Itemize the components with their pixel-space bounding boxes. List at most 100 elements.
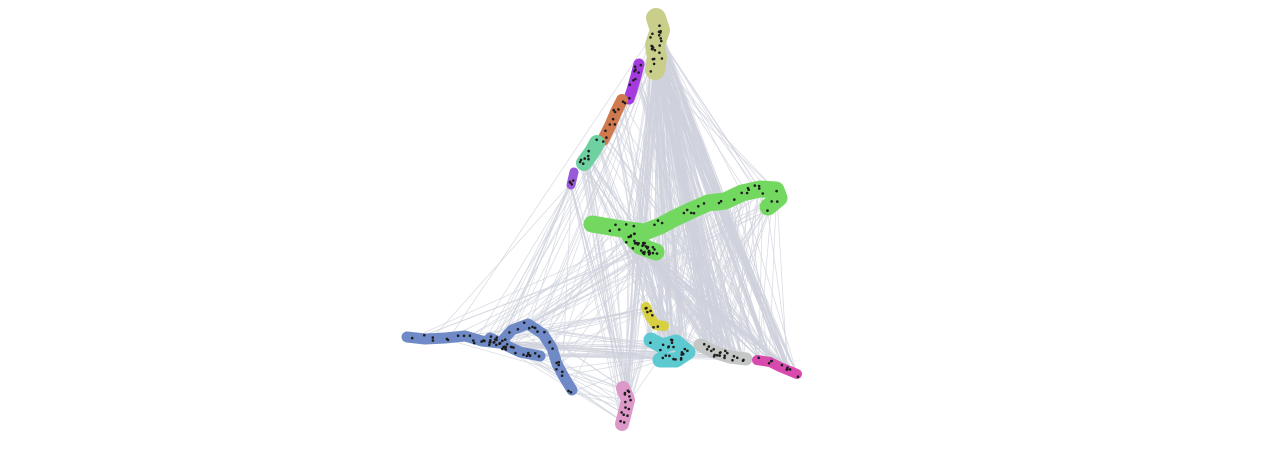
graph-node-pink (622, 413, 625, 417)
graph-node-pink (626, 389, 630, 393)
graph-node-magenta (780, 363, 784, 367)
graph-node-yellow-green (658, 44, 661, 47)
graph-edge (686, 209, 788, 370)
graph-node-orange (617, 108, 620, 111)
graph-node-yellow (646, 310, 649, 314)
graph-node-gray (719, 351, 722, 354)
graph-node-gray (723, 356, 726, 360)
graph-node-cyan (670, 341, 674, 345)
cluster-halo-magenta (752, 355, 802, 379)
graph-node-gray (718, 354, 721, 357)
graph-node-green (660, 221, 664, 225)
graph-node-yellow-green (649, 36, 652, 39)
graph-edge (537, 58, 655, 332)
graph-node-green (733, 198, 736, 201)
graph-edge (613, 109, 788, 370)
graph-node-purple (628, 97, 631, 100)
graph-node-blue (537, 355, 541, 358)
graph-node-blue (533, 352, 537, 355)
graph-edge (652, 46, 756, 186)
graph-node-purple (634, 77, 637, 81)
graph-node-cyan (672, 357, 675, 361)
graph-edge (653, 63, 705, 204)
graph-node-green (631, 246, 635, 250)
graph-node-cyan (664, 354, 668, 357)
graph-edge (746, 192, 770, 364)
graph-node-blue (548, 341, 551, 344)
graph-edge (758, 193, 764, 358)
graph-node-teal (581, 162, 585, 165)
cluster-halo-layer (401, 8, 802, 431)
graph-node-blue (488, 343, 491, 347)
graph-node-yellow-green (660, 57, 664, 60)
graph-node-blue (410, 336, 414, 340)
graph-node-blue (516, 328, 520, 331)
graph-edge (758, 201, 773, 358)
graph-node-yellow (644, 307, 647, 310)
graph-node-yellow-green (651, 45, 654, 48)
graph-node-magenta (767, 361, 771, 365)
graph-edge (588, 158, 744, 361)
graph-node-green (758, 187, 761, 190)
graph-edge (776, 191, 788, 370)
graph-edge (424, 246, 654, 336)
graph-node-gray (710, 349, 713, 353)
graph-node-blue (489, 335, 493, 338)
cluster-halo-teal (576, 135, 605, 171)
graph-edge (556, 50, 656, 364)
graph-node-orange (613, 123, 617, 126)
graph-node-green (753, 184, 757, 187)
graph-node-purple (632, 79, 635, 82)
graph-node-pink (624, 400, 627, 404)
graph-node-blue (504, 348, 508, 351)
graph-edge (584, 158, 625, 423)
cluster-halo-green-branch (621, 227, 665, 261)
graph-node-orange (621, 100, 625, 103)
graph-node-cyan (679, 358, 683, 361)
graph-edge (648, 251, 759, 359)
graph-node-green (625, 241, 628, 244)
graph-edge (614, 124, 760, 359)
graph-node-gray (715, 354, 719, 357)
graph-node-yellow-green (653, 48, 657, 52)
graph-node-orange (605, 136, 608, 139)
graph-node-orange (611, 117, 615, 121)
graph-node-cyan (659, 348, 662, 352)
graph-node-green (647, 253, 651, 256)
graph-edge (432, 180, 574, 338)
graph-node-blue (512, 346, 515, 349)
graph-node-teal (595, 138, 598, 142)
graph-edge (660, 40, 764, 194)
graph-node-blue (522, 321, 526, 325)
graph-edge (719, 190, 777, 354)
graph-node-cyan (674, 358, 677, 361)
graph-node-gray (705, 348, 709, 351)
graph-node-green (697, 205, 700, 208)
graph-node-teal (578, 160, 582, 164)
graph-node-teal (583, 157, 586, 160)
graph-node-green (633, 239, 636, 243)
graph-edge (505, 182, 571, 350)
graph-node-green (766, 209, 769, 212)
graph-edge (534, 235, 632, 329)
graph-edge (528, 354, 622, 413)
node-layer (410, 24, 800, 424)
graph-node-blue (462, 334, 466, 338)
graph-edge (447, 37, 651, 341)
graph-node-green (646, 245, 650, 249)
graph-node-gray (712, 355, 716, 358)
graph-edge (517, 328, 630, 410)
graph-node-yellow-green (658, 51, 661, 54)
graph-edge (606, 137, 772, 362)
graph-node-blue (483, 339, 486, 343)
graph-node-green (740, 191, 743, 195)
graph-node-gray (736, 356, 739, 360)
graph-node-pink (620, 411, 623, 414)
graph-node-cyan (661, 356, 665, 360)
graph-node-blue (514, 351, 517, 355)
graph-node-yellow-green (651, 32, 654, 36)
graph-node-green (775, 189, 778, 193)
graph-edge (473, 180, 574, 344)
graph-node-yellow-green (658, 24, 661, 28)
graph-node-blue (431, 339, 435, 342)
